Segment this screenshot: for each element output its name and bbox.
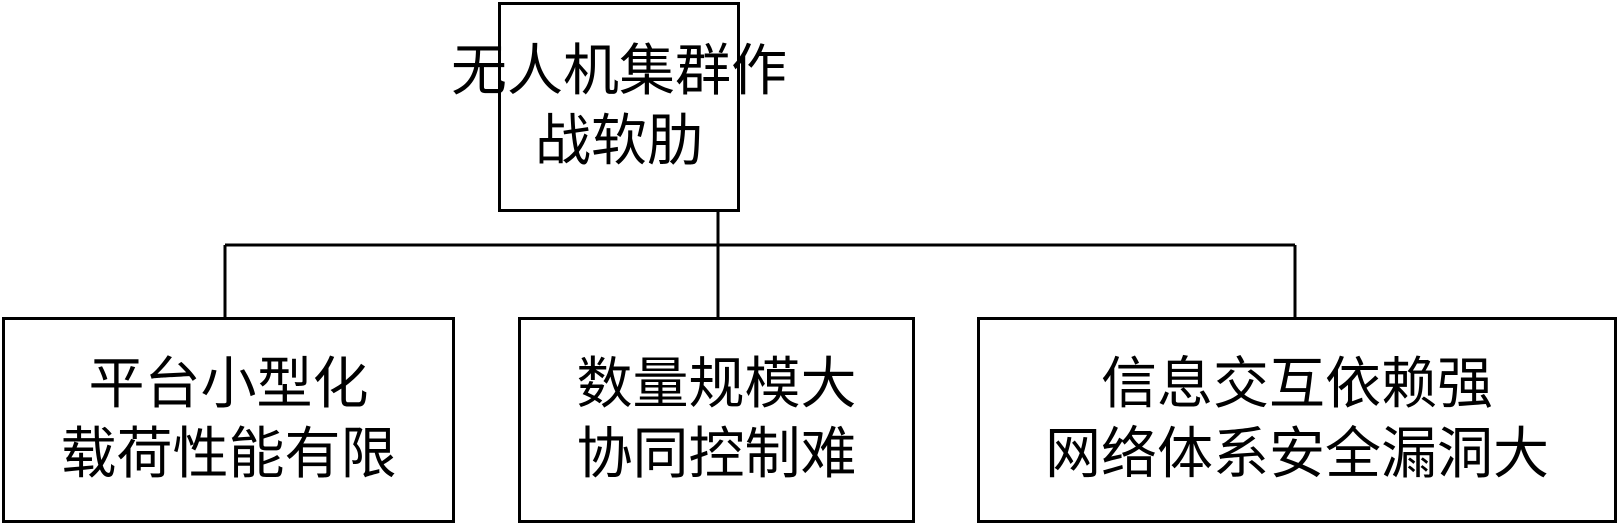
child-3-line-1: 信息交互依赖强 xyxy=(1101,352,1493,417)
child-node-platform: 平台小型化 载荷性能有限 xyxy=(2,317,455,523)
child-node-network: 信息交互依赖强 网络体系安全漏洞大 xyxy=(977,317,1617,523)
child-1-line-2: 载荷性能有限 xyxy=(60,422,397,487)
child-node-scale: 数量规模大 协同控制难 xyxy=(518,317,915,523)
root-line-1: 无人机集群作 xyxy=(451,39,787,104)
child-2-line-1: 数量规模大 xyxy=(576,352,857,417)
root-line-2: 战软肋 xyxy=(535,109,703,174)
child-1-line-1: 平台小型化 xyxy=(88,352,369,417)
child-3-line-2: 网络体系安全漏洞大 xyxy=(1045,422,1549,487)
child-2-line-2: 协同控制难 xyxy=(576,422,857,487)
root-node: 无人机集群作 战软肋 xyxy=(451,2,787,212)
